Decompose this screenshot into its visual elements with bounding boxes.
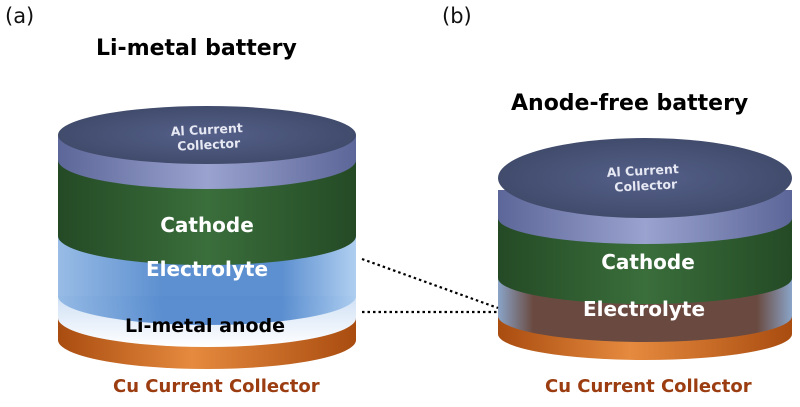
panel-a-letter: (a): [5, 4, 35, 28]
li-metal-anode-label: Li-metal anode: [125, 315, 285, 337]
al-collector-top-a: [58, 106, 356, 164]
al-collector-label-a-line2: Collector: [177, 135, 241, 153]
connector-line-top: [361, 257, 499, 310]
al-collector-label-b-line2: Collector: [614, 176, 678, 194]
al-collector-top-b: [498, 138, 792, 218]
cu-collector-label-a: Cu Current Collector: [113, 376, 320, 397]
li-metal-cylinder: Al Current Collector Cathode Electrolyte…: [58, 106, 356, 369]
cathode-layer-a: [58, 160, 356, 265]
al-collector-label-a-line1: Al Current: [170, 120, 243, 139]
li-metal-battery-title: Li-metal battery: [96, 36, 297, 61]
cu-collector-label-b: Cu Current Collector: [545, 376, 752, 397]
anode-free-cylinder: Al Current Collector Cathode Electrolyte: [498, 138, 792, 360]
panel-b-letter: (b): [442, 4, 472, 28]
al-collector-label-b-line1: Al Current: [606, 161, 679, 180]
cathode-label-a: Cathode: [160, 213, 254, 237]
cathode-label-b: Cathode: [601, 250, 695, 274]
electrolyte-label-a: Electrolyte: [146, 257, 268, 281]
electrolyte-label-b: Electrolyte: [583, 297, 705, 321]
anode-free-battery-title: Anode-free battery: [511, 91, 749, 116]
